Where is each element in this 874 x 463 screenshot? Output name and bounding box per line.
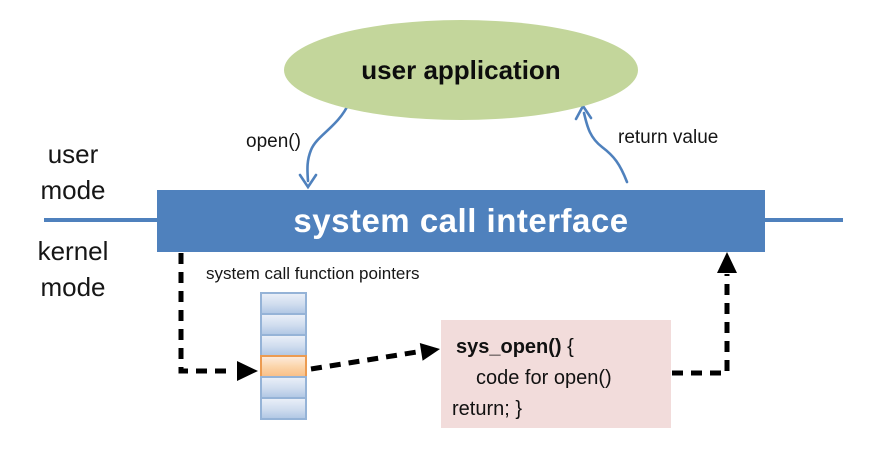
system-call-interface-label: system call interface	[293, 202, 629, 239]
user-application-ellipse: user application	[284, 20, 638, 120]
function-pointer-table	[260, 292, 307, 420]
return-value-label: return value	[618, 127, 719, 148]
sys-open-name: sys_open()	[456, 336, 562, 358]
open-call-label: open()	[246, 131, 301, 152]
function-pointer-cell	[260, 292, 307, 315]
sys-open-brace: {	[561, 336, 574, 358]
dispatch-to-table-arrow	[178, 253, 258, 381]
kernel-mode-label: kernel mode	[37, 236, 109, 302]
function-pointer-cell	[260, 397, 307, 420]
sys-open-return-line: return; }	[452, 398, 523, 420]
mode-divider-left	[44, 218, 157, 222]
function-pointer-cell	[260, 313, 307, 336]
function-pointer-cell	[260, 376, 307, 399]
function-pointers-caption: system call function pointers	[206, 264, 420, 283]
sys-open-signature-line: sys_open() {	[441, 332, 671, 363]
user-mode-label: user mode	[40, 139, 106, 205]
function-pointer-cell	[260, 334, 307, 357]
table-to-sysopen-arrow	[310, 343, 440, 372]
mode-divider-right	[765, 218, 843, 222]
user-application-label: user application	[361, 54, 561, 85]
sys-open-code-box: sys_open() { code for open() return; }	[441, 320, 671, 428]
system-call-interface-bar: system call interface	[157, 190, 765, 252]
sysopen-return-arrow	[672, 252, 737, 376]
function-pointer-cell-highlighted	[260, 355, 307, 378]
open-call-arrow	[298, 101, 351, 190]
sys-open-body-line: code for open()	[476, 367, 612, 389]
